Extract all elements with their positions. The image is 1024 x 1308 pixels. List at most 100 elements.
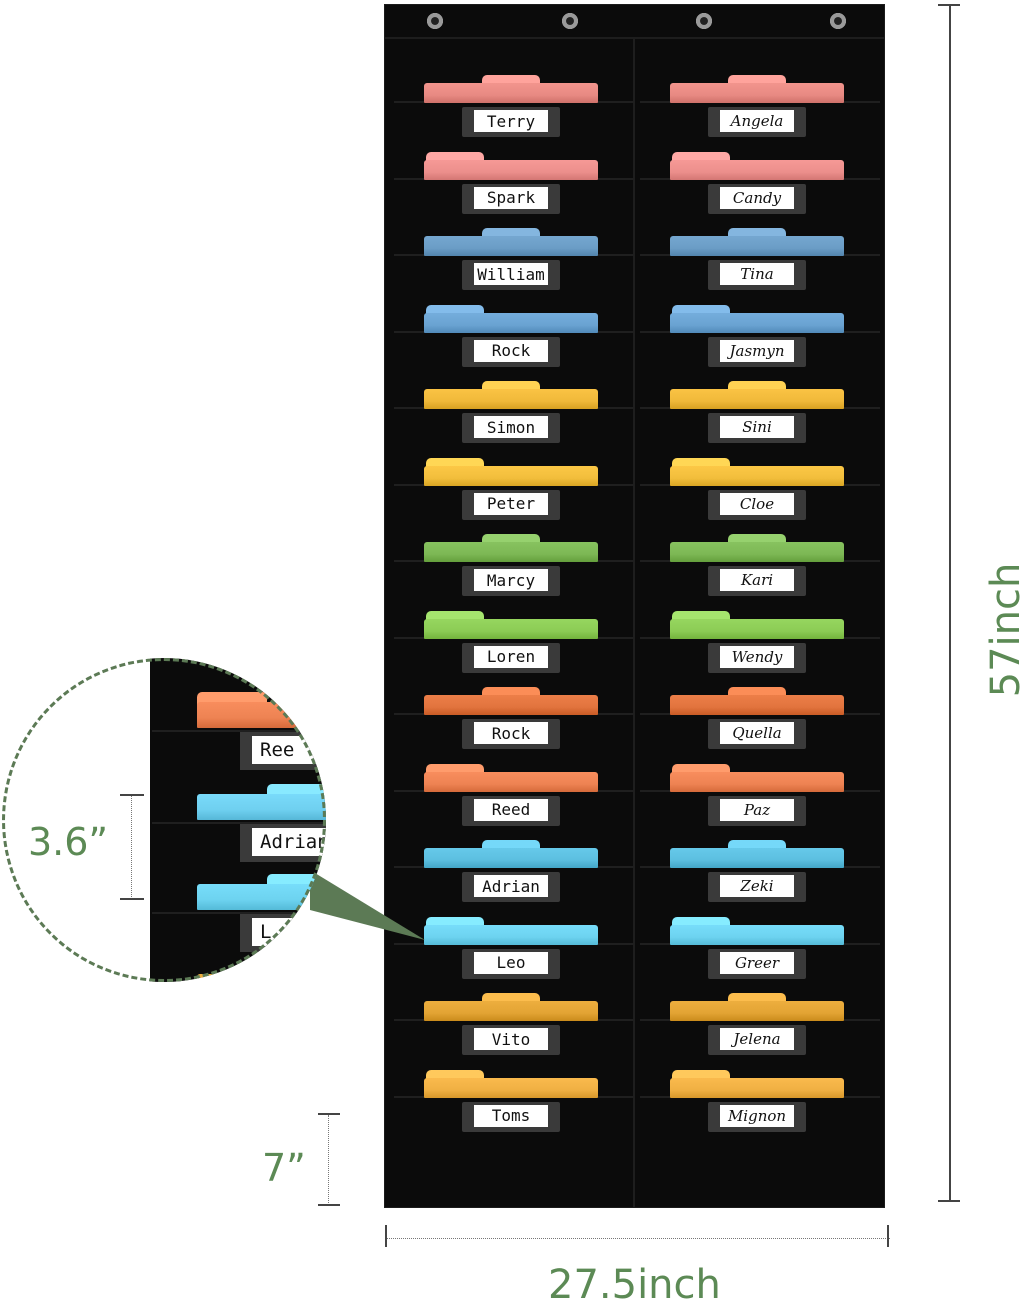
folder-body	[670, 389, 844, 409]
name-label-holder: Paz	[708, 795, 806, 826]
folder-body	[424, 848, 598, 868]
height-rule-bottom-cap	[938, 1200, 960, 1202]
name-label: Jasmyn	[720, 339, 794, 362]
file-folder	[670, 1069, 844, 1098]
file-folder	[670, 457, 844, 486]
name-label-holder: Vito	[462, 1025, 560, 1055]
name-label-holder: Mignon	[708, 1101, 806, 1132]
name-label: Paz	[720, 798, 794, 821]
name-label: Jelena	[720, 1028, 794, 1050]
height-rule-top-cap	[938, 4, 960, 6]
name-label: Spark	[474, 186, 548, 209]
name-label-holder: Wendy	[708, 642, 806, 673]
file-folder	[670, 151, 844, 180]
name-label-holder: Jasmyn	[708, 336, 806, 367]
file-folder	[424, 840, 598, 868]
bottom-gap-top-cap	[318, 1113, 340, 1115]
file-folder	[670, 916, 844, 945]
zoom-folder	[197, 964, 326, 982]
file-folder	[424, 534, 598, 562]
name-label: William	[474, 263, 548, 285]
name-label: Rock	[474, 339, 548, 362]
width-label: 27.5inch	[548, 1262, 721, 1308]
name-label-holder: Kari	[708, 566, 806, 596]
folder-body	[670, 848, 844, 868]
name-label: Zeki	[720, 875, 794, 897]
name-label-holder: Terry	[462, 107, 560, 137]
width-rule-right-cap	[887, 1225, 889, 1247]
name-label: Peter	[474, 492, 548, 515]
grommet-icon	[562, 13, 578, 29]
file-folder	[670, 534, 844, 562]
grommet-icon	[830, 13, 846, 29]
file-folder	[670, 75, 844, 103]
folder-body	[670, 465, 844, 486]
file-folder	[424, 1069, 598, 1098]
file-folder	[670, 840, 844, 868]
name-label: Terry	[474, 110, 548, 132]
top-seam	[385, 37, 884, 39]
name-label: Loren	[474, 645, 548, 668]
file-folder	[670, 228, 844, 256]
name-label-holder: Adrian	[462, 872, 560, 902]
width-rule	[386, 1238, 890, 1239]
name-label-holder: Quella	[708, 719, 806, 749]
folder-body	[670, 312, 844, 333]
name-label: Greer	[720, 951, 794, 974]
name-label-holder: Sini	[708, 413, 806, 443]
name-label-holder: Greer	[708, 948, 806, 979]
file-folder	[424, 610, 598, 639]
folder-body	[670, 159, 844, 180]
folder-body	[670, 542, 844, 562]
file-folder	[670, 381, 844, 409]
folder-body	[424, 236, 598, 256]
name-label: Marcy	[474, 569, 548, 591]
file-folder	[670, 687, 844, 715]
folder-body	[424, 83, 598, 103]
name-label-holder: Marcy	[462, 566, 560, 596]
file-folder	[670, 610, 844, 639]
file-folder	[424, 304, 598, 333]
name-label-holder: Zeki	[708, 872, 806, 902]
folder-body	[424, 618, 598, 639]
name-label: Vito	[474, 1028, 548, 1050]
folder-body	[670, 695, 844, 715]
name-label-holder: Spark	[462, 183, 560, 214]
name-label-holder: Reed	[462, 795, 560, 826]
name-label-holder: Toms	[462, 1101, 560, 1132]
name-label: Cloe	[720, 492, 794, 515]
file-folder	[424, 993, 598, 1021]
name-label: Kari	[720, 569, 794, 591]
name-label-holder: Simon	[462, 413, 560, 443]
name-label-holder: Tina	[708, 260, 806, 290]
folder-body	[424, 1001, 598, 1021]
name-label-holder: Angela	[708, 107, 806, 137]
folder-body	[670, 83, 844, 103]
file-folder	[424, 457, 598, 486]
name-label-holder: Peter	[462, 489, 560, 520]
folder-body	[424, 695, 598, 715]
file-folder	[424, 763, 598, 792]
name-label-holder: Leo	[462, 948, 560, 979]
folder-body	[670, 771, 844, 792]
bottom-gap-rule	[328, 1115, 329, 1205]
name-label: Simon	[474, 416, 548, 438]
file-folder	[670, 304, 844, 333]
folder-body	[424, 465, 598, 486]
bottom-gap-label: 7”	[262, 1146, 306, 1190]
spacing-bottom-cap	[120, 898, 144, 900]
folder-body	[670, 1001, 844, 1021]
name-label: Leo	[474, 951, 548, 974]
folder-body	[424, 389, 598, 409]
name-label-holder: Candy	[708, 183, 806, 214]
name-label-holder: Jelena	[708, 1025, 806, 1055]
folder-body	[424, 924, 598, 945]
bottom-gap-bottom-cap	[318, 1204, 340, 1206]
spacing-label: 3.6”	[28, 820, 109, 864]
folder-body	[424, 1077, 598, 1098]
file-folder	[424, 75, 598, 103]
spacing-top-cap	[120, 794, 144, 796]
width-rule-left-cap	[385, 1225, 387, 1247]
